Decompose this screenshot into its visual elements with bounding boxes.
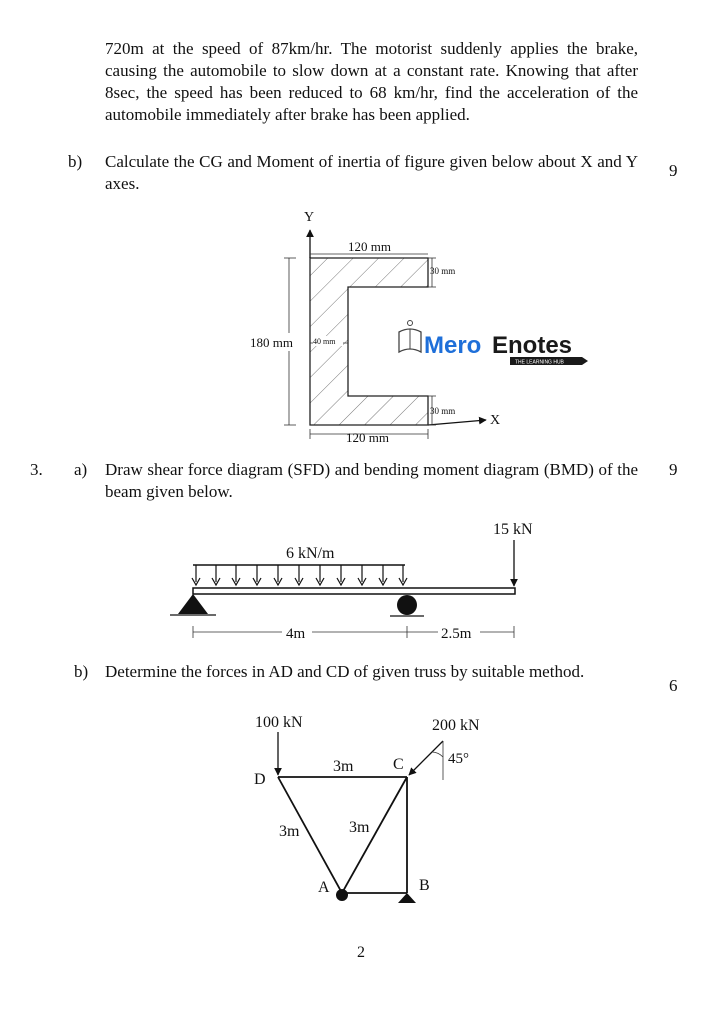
load-d-label: 100 kN [255, 714, 303, 731]
member-da-label: 3m [279, 823, 300, 840]
q3b-text: Determine the forces in AD and CD of giv… [105, 662, 585, 681]
q3b-marks: 6 [669, 676, 678, 695]
roller-support [397, 595, 417, 615]
load-c-arrow [408, 740, 444, 776]
c-section-shape [309, 257, 429, 426]
udl-arrows [191, 565, 408, 587]
support-b-pin [398, 893, 416, 903]
q3a-marks: 9 [669, 460, 678, 479]
node-d-label: D [254, 771, 266, 788]
page-number: 2 [357, 944, 365, 961]
node-a-label: A [318, 879, 330, 896]
truss-figure: 100 kN 200 kN 45° 3m 3m 3m D C A B [254, 714, 480, 903]
q3b-label: b) [74, 662, 89, 681]
c-section-figure: Y X 120 mm 30 mm 30 mm 120 mm 180 mm 40 … [248, 210, 500, 445]
angle-arc [431, 751, 444, 758]
point-load-label: 15 kN [493, 521, 533, 538]
q2b-label: b) [68, 152, 83, 171]
meroenotes-watermark: Mero Enotes THE LEARNING HUB [398, 320, 588, 366]
brand-mero: Mero [424, 332, 481, 359]
brand-enotes: Enotes [492, 332, 572, 359]
support-a-roller [336, 889, 348, 901]
y-axis-label: Y [304, 210, 314, 225]
span2-label: 2.5m [441, 626, 472, 642]
angle-label: 45° [448, 751, 469, 767]
beam-body [192, 587, 516, 595]
brand-tagline: THE LEARNING HUB [515, 360, 565, 366]
top-thickness-label: 30 mm [430, 266, 455, 276]
member-ac [341, 776, 408, 894]
q3a-text: Draw shear force diagram (SFD) and bendi… [105, 460, 638, 501]
node-b-label: B [419, 877, 430, 894]
q3-number: 3. [30, 460, 43, 479]
bottom-width-label: 120 mm [346, 430, 389, 445]
web-thickness-label: 40 mm [313, 337, 336, 346]
member-dc-label: 3m [333, 758, 354, 775]
q2b-marks: 9 [669, 161, 678, 180]
height-label: 180 mm [250, 335, 293, 350]
bottom-thickness-label: 30 mm [430, 406, 455, 416]
udl-label: 6 kN/m [286, 545, 335, 562]
top-width-label: 120 mm [348, 239, 391, 254]
x-axis-label: X [490, 413, 500, 428]
beam-figure: 6 kN/m 15 kN 4m 2.5m [170, 521, 533, 642]
span1-label: 4m [286, 626, 306, 642]
pin-support [178, 594, 208, 614]
q2b-text: Calculate the CG and Moment of inertia o… [105, 152, 638, 193]
member-da [277, 776, 343, 894]
q2a-text: 720m at the speed of 87km/hr. The motori… [105, 39, 638, 124]
x-axis-line [427, 416, 487, 426]
load-c-label: 200 kN [432, 717, 480, 734]
q3a-label: a) [74, 460, 88, 479]
book-icon [398, 320, 422, 354]
member-ac-label: 3m [349, 819, 370, 836]
node-c-label: C [393, 756, 404, 773]
